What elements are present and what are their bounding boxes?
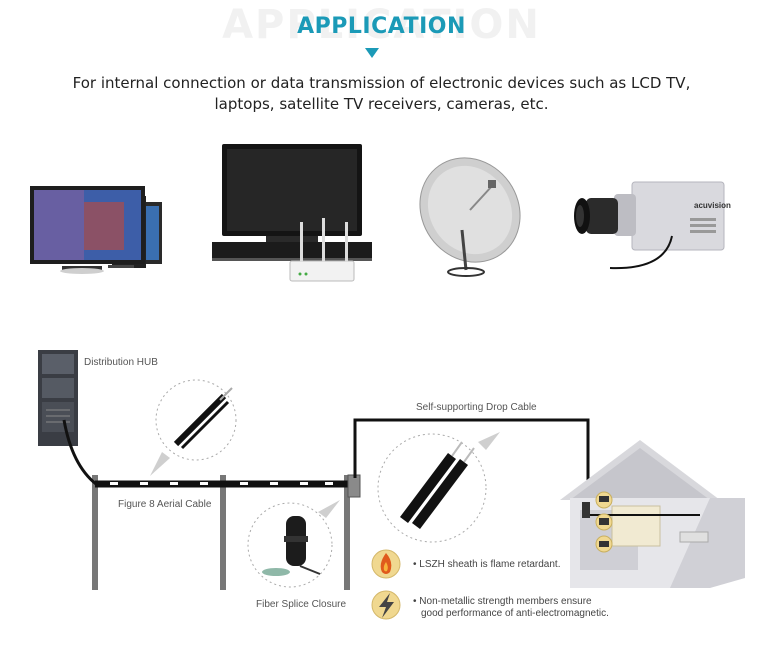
aerial-cable-label: Figure 8 Aerial Cable <box>118 499 212 510</box>
distribution-hub-rack <box>38 350 78 446</box>
splice-closure-label: Fiber Splice Closure <box>256 599 347 610</box>
flame-icon <box>371 549 401 579</box>
feature-text-line-2: good performance of anti-electromagnetic… <box>421 608 609 619</box>
hub-feed-cable <box>62 419 97 486</box>
aerial-cable-marks <box>110 482 333 485</box>
security-camera-image: acuvision <box>574 181 731 270</box>
drop-cable-zoom <box>377 432 500 543</box>
description: For internal connection or data transmis… <box>40 73 723 115</box>
aerial-cable-zoom <box>150 379 237 476</box>
network-diagram <box>38 350 745 620</box>
drop-cable-label: Self-supporting Drop Cable <box>416 402 537 413</box>
lcd-tv-router-image <box>212 144 372 282</box>
device-images: acuvision <box>30 144 731 282</box>
self-supporting-drop-cable <box>353 418 590 508</box>
splice-closure-zoom <box>247 500 340 588</box>
lightning-icon <box>371 590 401 620</box>
pole-2 <box>220 475 226 590</box>
junction-box <box>347 474 361 498</box>
lcd-monitors-image <box>30 186 162 274</box>
description-line-1: For internal connection or data transmis… <box>72 74 691 92</box>
feature-bullet: • <box>413 559 417 570</box>
title-down-arrow-icon <box>365 48 379 58</box>
satellite-dish-image <box>419 157 521 277</box>
header-watermark: APPLICATION <box>222 2 541 48</box>
page-title: APPLICATION <box>297 14 466 39</box>
feature-flame-retardant: • LSZH sheath is flame retardant. <box>413 559 560 571</box>
feature-anti-electromagnetic: • Non-metallic strength members ensure g… <box>413 596 609 620</box>
feature-bullet: • <box>413 596 417 607</box>
feature-text-line-1: Non-metallic strength members ensure <box>419 596 592 607</box>
house-device-icons <box>595 491 613 553</box>
pole-3 <box>344 475 350 590</box>
camera-brand-text: acuvision <box>694 201 731 210</box>
description-line-2: laptops, satellite TV receivers, cameras… <box>214 95 549 113</box>
feature-text: LSZH sheath is flame retardant. <box>419 559 561 570</box>
pole-1 <box>92 475 98 590</box>
distribution-hub-label: Distribution HUB <box>84 357 158 368</box>
